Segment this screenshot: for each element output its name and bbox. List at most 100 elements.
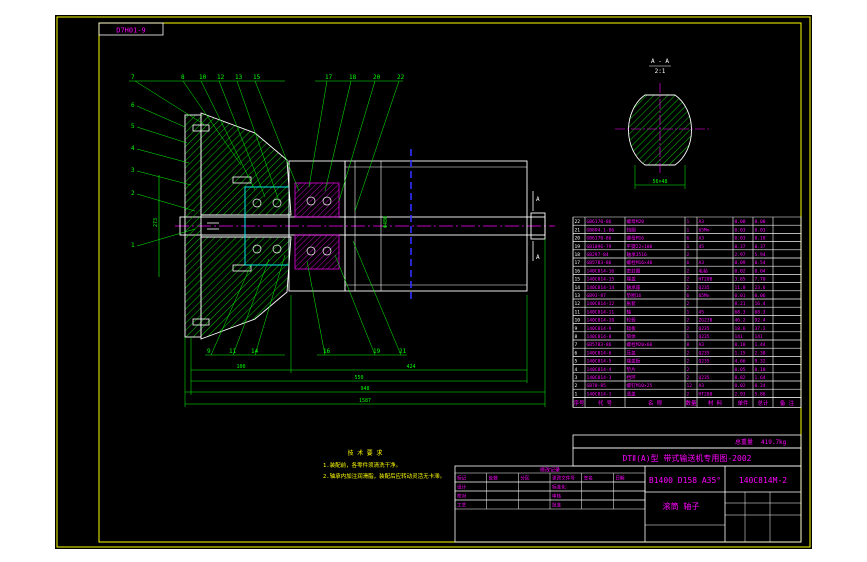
section-shape — [628, 94, 692, 166]
svg-text:8: 8 — [181, 74, 185, 81]
part-number: 140C814M-2 — [739, 476, 787, 485]
bom-cell: 2 — [687, 367, 690, 373]
bom-cell: 0.08 — [755, 219, 766, 225]
bom-cell: 2 — [687, 391, 690, 397]
bom-header-cell: 材 料 — [708, 399, 723, 407]
bom-cell: 0.09 — [735, 260, 746, 266]
bom-cell: 2 — [687, 375, 690, 381]
bom-cell: 0.24 — [755, 383, 766, 389]
bom-cell: 螺钉M10×25 — [627, 382, 653, 389]
cad-drawing-canvas[interactable]: D7H01-9 A A Φ480 273 6 — [55, 15, 812, 549]
bom-cell: 0.03 — [735, 236, 746, 242]
bom-cell: Q235 — [699, 285, 710, 291]
drawing-code: B1400 D158 A35° — [649, 476, 721, 485]
bom-cell: 密封圈 — [627, 267, 641, 274]
hub-bolt-bottom — [232, 264, 252, 272]
bom-cell: 0.10 — [755, 367, 766, 373]
sleeve-hatch-top — [294, 182, 340, 218]
bom-cell: 2 — [687, 268, 690, 274]
bom-cell: 4 — [575, 367, 578, 373]
bom-cell: 21 — [575, 227, 581, 233]
bearing-ball-7 — [306, 246, 316, 256]
bom-cell: A3 — [699, 342, 705, 348]
svg-text:22: 22 — [397, 74, 405, 81]
bom-cell: 6 — [687, 260, 690, 266]
bom-cell: 12 — [575, 301, 581, 307]
revision-cell: 标记 — [457, 475, 467, 482]
bom-cell: 7 — [575, 342, 578, 348]
bom-cell: 0.02 — [735, 268, 746, 274]
bom-header-cell: 总计 — [757, 399, 769, 407]
revision-cell: 更改文件号 — [552, 475, 575, 482]
revision-cell: 日期 — [615, 476, 625, 482]
bom-cell: A3 — [699, 260, 705, 266]
svg-text:16: 16 — [323, 348, 331, 355]
bom-cell: 140C814-5 — [587, 359, 612, 365]
revision-title: 修改记录 — [540, 467, 560, 474]
bom-header-cell: 单件 — [737, 399, 749, 407]
svg-text:5: 5 — [131, 123, 135, 130]
bom-cell: 140C814-3 — [587, 375, 612, 381]
bom-cell: 10 — [575, 318, 581, 324]
bom-cell: 68.3 — [735, 309, 746, 315]
bom-cell: 22 — [575, 219, 581, 225]
bom-cell: Q235 — [699, 350, 710, 356]
bom-cell: 2 — [687, 359, 690, 365]
bom-cell: 16 — [575, 268, 581, 274]
bom-cell: 0.04 — [755, 268, 766, 274]
bearing-ball-3 — [252, 244, 262, 254]
bom-cell: 140C814-11 — [587, 309, 615, 315]
bearing-ball-8 — [322, 246, 332, 256]
bom-cell: 辐板 — [627, 325, 637, 332]
bom-cell: 0.06 — [755, 293, 766, 299]
bom-cell: 4.66 — [735, 359, 746, 365]
hub-cone-lower — [200, 236, 292, 340]
drum-shell — [344, 160, 528, 292]
revision-cell: 校对 — [457, 493, 467, 500]
bom-cell: 0.08 — [735, 219, 746, 225]
bom-cell: 1 — [575, 391, 578, 397]
bom-header-cell: 名 称 — [648, 399, 663, 407]
weight-value: 419.7kg — [761, 439, 787, 446]
svg-text:7: 7 — [131, 74, 135, 81]
title-block-grid — [645, 492, 801, 542]
bom-cell: 2 — [687, 318, 690, 324]
svg-text:11: 11 — [229, 348, 237, 355]
section-view-label: A - A — [651, 58, 669, 65]
svg-text:19: 19 — [373, 348, 381, 355]
svg-text:1587: 1587 — [359, 398, 371, 404]
bom-cell: 16.4 — [755, 301, 766, 307]
bom-cell: GB5783-86 — [587, 260, 612, 266]
bom-cell: 140C814-10 — [587, 318, 615, 324]
bom-cell: 压盖 — [627, 349, 637, 356]
bom-cell: 17 — [575, 260, 581, 266]
svg-text:424: 424 — [406, 364, 415, 370]
bom-cell: 毛毡 — [699, 267, 709, 274]
bottom-callouts: 9 11 14 16 19 21 — [205, 240, 407, 356]
svg-text:6: 6 — [131, 102, 135, 109]
left-flange — [184, 114, 202, 338]
bom-cell: 5.86 — [755, 391, 766, 397]
flange-bolt-top — [192, 124, 210, 132]
bom-cell: 8 — [687, 342, 690, 348]
bom-cell: 0.82 — [735, 375, 746, 381]
dimension-lines: 100 424 550 948 1587 — [184, 239, 546, 407]
bom-cell: 1 — [687, 219, 690, 225]
bom-header-cell: 数量 — [685, 399, 697, 407]
sleeve-hatch-bottom — [294, 234, 340, 270]
bom-cell: 68.3 — [755, 309, 766, 315]
bom-cell: 13 — [575, 293, 581, 299]
part-name: 滚筒 轴子 — [663, 501, 700, 511]
bom-cell: 6 — [575, 350, 578, 356]
bom-cell: 0.05 — [735, 367, 746, 373]
drawing-id-box — [98, 22, 164, 36]
bom-cell: 3 — [575, 375, 578, 381]
bom-cell: 0.02 — [735, 383, 746, 389]
